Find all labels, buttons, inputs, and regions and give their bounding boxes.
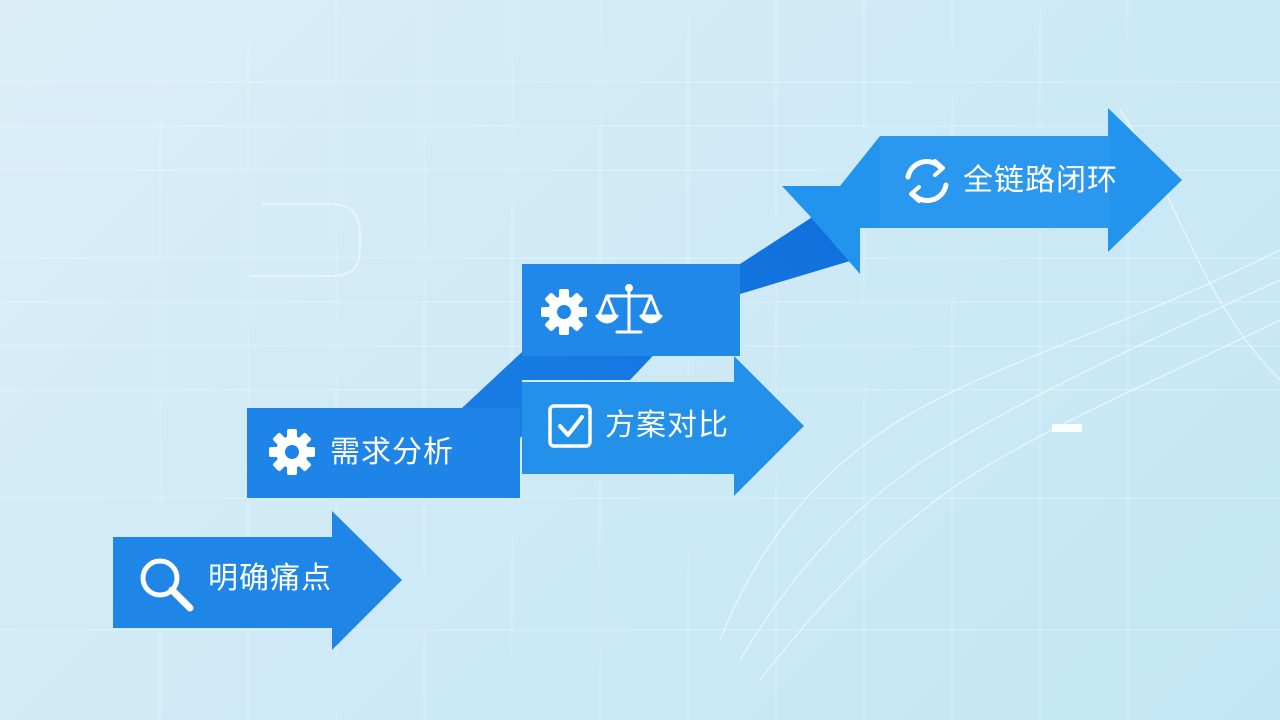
checkbox-icon: [548, 404, 592, 448]
step-4-label: 方案对比: [605, 408, 729, 443]
arrow-step-1[interactable]: [113, 511, 402, 650]
arrow-step-5-body: [880, 136, 1110, 228]
gear-icon: [541, 289, 587, 335]
step-5-label: 全链路闭环: [963, 163, 1118, 198]
step-2-label: 需求分析: [330, 435, 454, 470]
balance-scale-icon: [595, 284, 663, 334]
gear-icon: [269, 429, 315, 475]
search-icon: [140, 558, 194, 612]
arrow-step-4[interactable]: [522, 356, 804, 496]
decorative-curves: [250, 109, 1280, 681]
step-1-label: 明确痛点: [208, 561, 332, 596]
refresh-cycle-icon: [905, 159, 949, 203]
block-step-2[interactable]: [247, 408, 520, 498]
glow-dash: [1052, 424, 1082, 432]
